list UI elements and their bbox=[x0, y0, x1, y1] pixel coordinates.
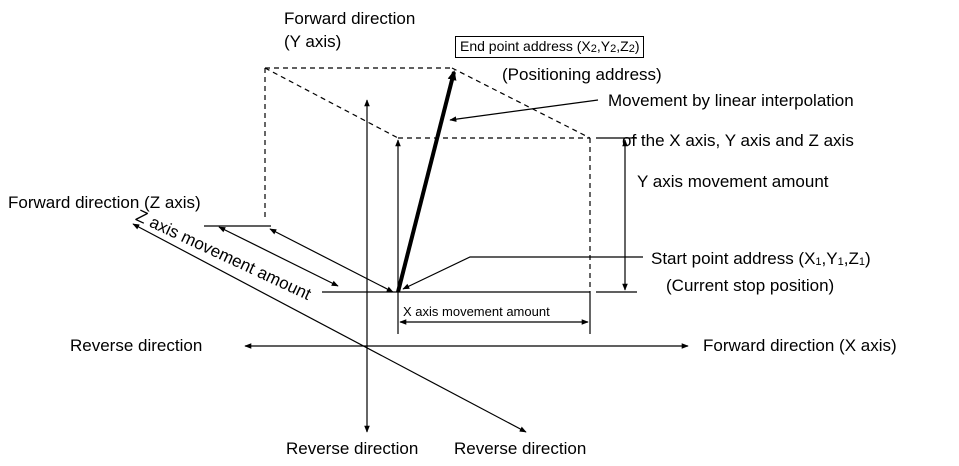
movement-label-line1: Movement by linear interpolation bbox=[608, 91, 854, 110]
z-axis bbox=[132, 223, 527, 433]
reverse-y-label: Reverse direction bbox=[286, 439, 419, 458]
dashed-box bbox=[264, 67, 591, 292]
forward-y-label-line2: (Y axis) bbox=[284, 32, 342, 51]
positioning-address-label: (Positioning address) bbox=[502, 65, 662, 84]
z-amount-arrow-inner bbox=[218, 226, 339, 287]
reverse-z-label: Reverse direction bbox=[454, 439, 587, 458]
forward-z-label: Forward direction (Z axis) bbox=[8, 193, 201, 212]
forward-x-label: Forward direction (X axis) bbox=[703, 336, 897, 355]
current-stop-label: (Current stop position) bbox=[666, 276, 835, 295]
y-amount-label: Y axis movement amount bbox=[637, 172, 829, 191]
forward-y-label-line1: Forward direction bbox=[284, 9, 416, 28]
reverse-x-label: Reverse direction bbox=[70, 336, 203, 355]
x-amount-label: X axis movement amount bbox=[403, 304, 550, 319]
leader-start-point bbox=[402, 256, 643, 290]
interpolation-arrow bbox=[396, 70, 457, 293]
movement-label-line2: of the X axis, Y axis and Z axis bbox=[622, 131, 854, 150]
end-point-address-box: End point address (X2,Y2,Z2) bbox=[455, 36, 645, 58]
leader-movement bbox=[449, 99, 599, 122]
start-point-address-label: Start point address (X1,Y1,Z1) bbox=[651, 249, 871, 268]
